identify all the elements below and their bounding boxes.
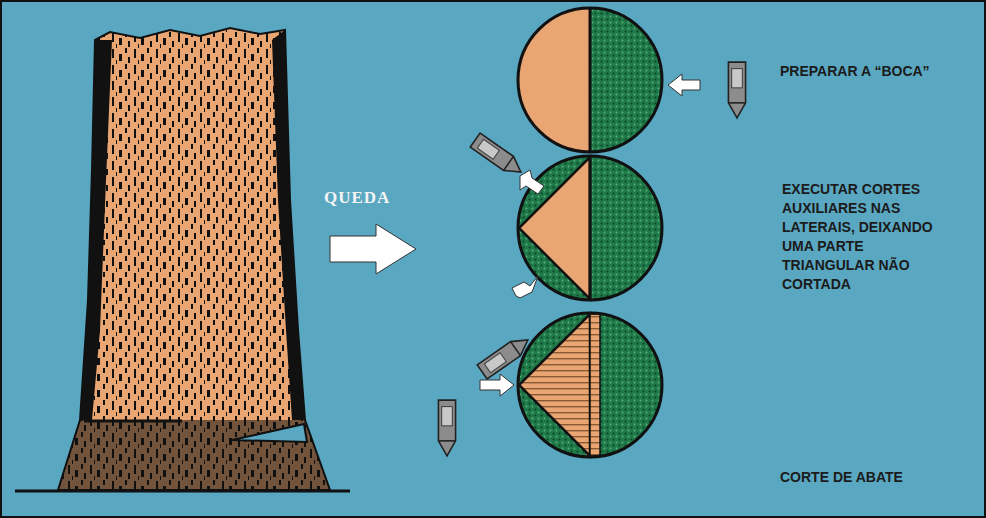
cut-step-3-part: [519, 314, 590, 456]
tree-trunk-part: [232, 424, 307, 442]
direction-label: QUEDA: [324, 188, 390, 208]
cut-step-3-part: [590, 314, 600, 456]
tree-trunk-part: [58, 420, 330, 490]
cut-step-3-part: [518, 313, 662, 457]
tree-trunk-part: [15, 490, 350, 493]
step-label: PREPARAR A “BOCA”: [780, 62, 980, 81]
fall-arrow: [330, 224, 416, 274]
cut-step-2-part: [589, 156, 592, 300]
cut-step-2-part: [470, 133, 525, 179]
cut-step-2-part: [520, 170, 544, 194]
tree-trunk-part: [272, 30, 305, 420]
cut-step-1-part: [518, 8, 662, 152]
tree-trunk-part: [80, 40, 112, 420]
cut-step-1-part: [728, 62, 745, 118]
step-label: CORTE DE ABATE: [780, 468, 980, 487]
cut-step-2-part: [519, 157, 590, 299]
tree-trunk-part: [58, 28, 330, 490]
cut-step-1-part: [668, 74, 700, 96]
cut-step-3-part: [518, 313, 662, 457]
cut-step-1-part: [518, 8, 590, 152]
cut-step-2-part: [518, 156, 662, 300]
cut-step-3: [438, 313, 662, 457]
cut-step-3-part: [438, 400, 455, 456]
cut-step-2-part: [518, 156, 662, 300]
step-label: EXECUTAR CORTES AUXILIARES NAS LATERAIS,…: [782, 180, 950, 294]
tree-trunk-part: [84, 420, 182, 423]
tree-trunk: [15, 28, 350, 491]
cut-step-3-part: [480, 374, 514, 396]
cut-step-1-part: [589, 8, 592, 152]
cut-step-1-part: [590, 8, 662, 152]
cut-step-2-part: [512, 276, 538, 298]
cut-step-1: [518, 8, 746, 152]
